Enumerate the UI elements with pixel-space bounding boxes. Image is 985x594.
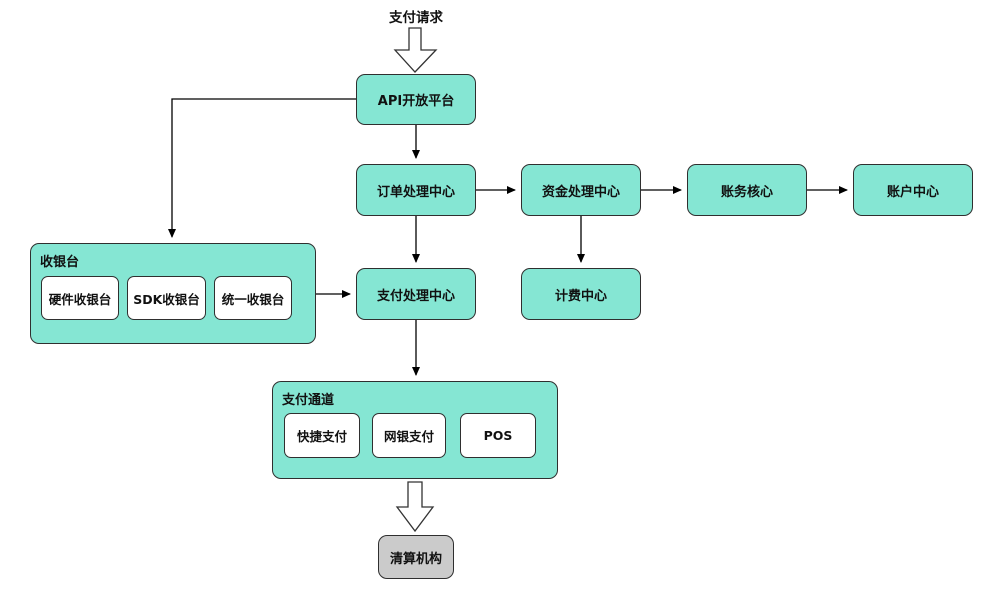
subnode-quick-pay-label: 快捷支付 [296, 429, 347, 444]
subnode-online-banking-label: 网银支付 [383, 429, 434, 444]
node-account-center[interactable]: 账户中心 [853, 164, 973, 216]
connector-api-to-cashier [168, 98, 356, 238]
node-clearing-org-label: 清算机构 [389, 551, 442, 567]
block-arrow-request-icon [393, 27, 438, 73]
node-order-center[interactable]: 订单处理中心 [356, 164, 476, 216]
node-billing-center[interactable]: 计费中心 [521, 268, 641, 320]
subnode-unified-cashier-label: 统一收银台 [221, 291, 285, 307]
group-payment-channels-title: 支付通道 [282, 393, 335, 408]
node-payment-center[interactable]: 支付处理中心 [356, 268, 476, 320]
request-label: 支付请求 [389, 10, 443, 26]
subnode-hardware-cashier[interactable]: 硬件收银台 [41, 276, 119, 320]
node-billing-center-label: 计费中心 [554, 288, 607, 304]
group-cashier-title: 收银台 [40, 255, 80, 270]
subnode-sdk-cashier[interactable]: SDK收银台 [127, 276, 206, 320]
node-funds-center-label: 资金处理中心 [541, 184, 620, 200]
group-payment-channels[interactable]: 支付通道 快捷支付 网银支付 POS [272, 381, 558, 479]
node-api-platform-label: API开放平台 [377, 94, 455, 109]
node-ledger-core[interactable]: 账务核心 [687, 164, 807, 216]
node-order-center-label: 订单处理中心 [376, 184, 455, 200]
node-ledger-core-label: 账务核心 [720, 184, 773, 200]
subnode-quick-pay[interactable]: 快捷支付 [284, 413, 360, 458]
node-payment-center-label: 支付处理中心 [376, 288, 455, 304]
group-cashier[interactable]: 收银台 硬件收银台 SDK收银台 统一收银台 [30, 243, 316, 344]
subnode-sdk-cashier-label: SDK收银台 [133, 291, 200, 307]
subnode-hardware-cashier-label: 硬件收银台 [48, 291, 112, 307]
subnode-pos-label: POS [483, 428, 513, 443]
node-clearing-org[interactable]: 清算机构 [378, 535, 454, 579]
subnode-online-banking[interactable]: 网银支付 [372, 413, 446, 458]
node-api-platform[interactable]: API开放平台 [356, 74, 476, 125]
node-account-center-label: 账户中心 [886, 184, 939, 200]
node-funds-center[interactable]: 资金处理中心 [521, 164, 641, 216]
block-arrow-clearing-icon [395, 481, 435, 533]
subnode-pos[interactable]: POS [460, 413, 536, 458]
subnode-unified-cashier[interactable]: 统一收银台 [214, 276, 292, 320]
